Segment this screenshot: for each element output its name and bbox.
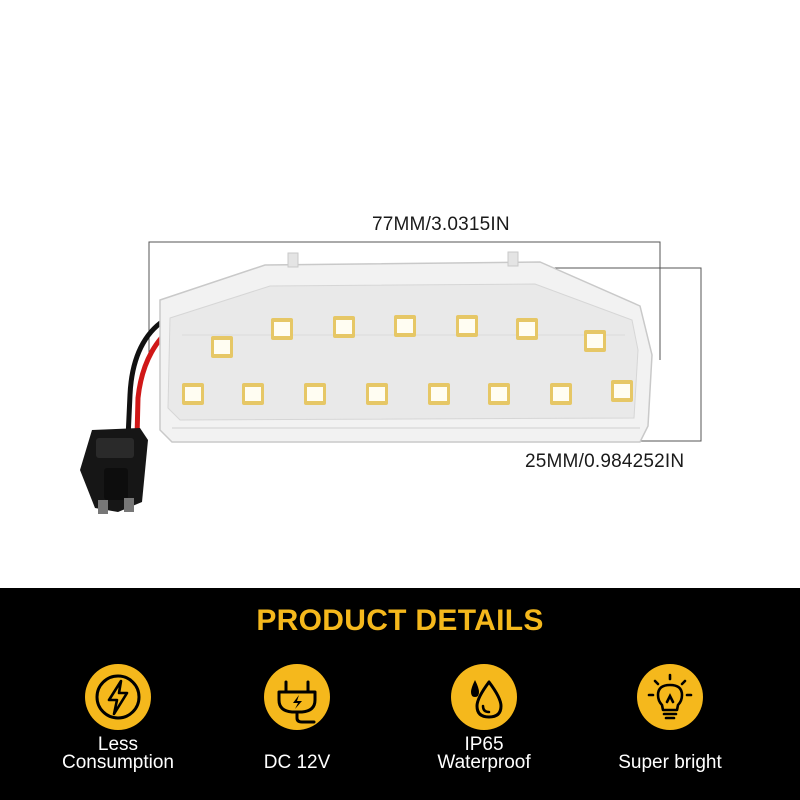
led-chip <box>584 330 606 352</box>
product-image-area: 77MM/3.0315IN 25MM/0.984252IN <box>80 214 702 514</box>
license-plate-lamp-illustration <box>80 241 702 514</box>
product-details-title: PRODUCT DETAILS <box>256 604 544 637</box>
led-chip <box>304 383 326 405</box>
feature-dc-12v: DC 12V <box>197 664 397 772</box>
water-drops-icon <box>451 664 517 730</box>
width-dimension-line <box>148 241 661 360</box>
height-dimension-label: 25MM/0.984252IN <box>525 451 685 472</box>
feature-label: Super bright <box>618 752 722 773</box>
led-chip <box>428 383 450 405</box>
light-bulb-icon <box>637 664 703 730</box>
led-chip <box>366 383 388 405</box>
feature-label: Less Consumption <box>62 734 174 773</box>
led-chip <box>242 383 264 405</box>
width-dimension-label: 77MM/3.0315IN <box>372 214 510 235</box>
led-chip <box>271 318 293 340</box>
led-row-top <box>211 315 606 358</box>
led-chip <box>182 383 204 405</box>
product-details-panel: PRODUCT DETAILS Less Consumption DC 12V <box>0 588 800 800</box>
led-chip <box>488 383 510 405</box>
feature-label: DC 12V <box>263 752 331 773</box>
feature-ip65-waterproof: IP65 Waterproof <box>384 664 584 772</box>
feature-less-consumption: Less Consumption <box>18 664 218 772</box>
led-chip <box>394 315 416 337</box>
feature-label: IP65 Waterproof <box>437 734 531 773</box>
feature-super-bright: Super bright <box>570 664 770 772</box>
led-chip <box>333 316 355 338</box>
led-chip <box>550 383 572 405</box>
lightning-icon <box>85 664 151 730</box>
led-chip <box>456 315 478 337</box>
power-plug-icon <box>264 664 330 730</box>
led-chip <box>211 336 233 358</box>
led-chip <box>516 318 538 340</box>
lamp-housing <box>159 251 653 443</box>
led-row-bottom <box>182 380 633 405</box>
led-chip <box>611 380 633 402</box>
